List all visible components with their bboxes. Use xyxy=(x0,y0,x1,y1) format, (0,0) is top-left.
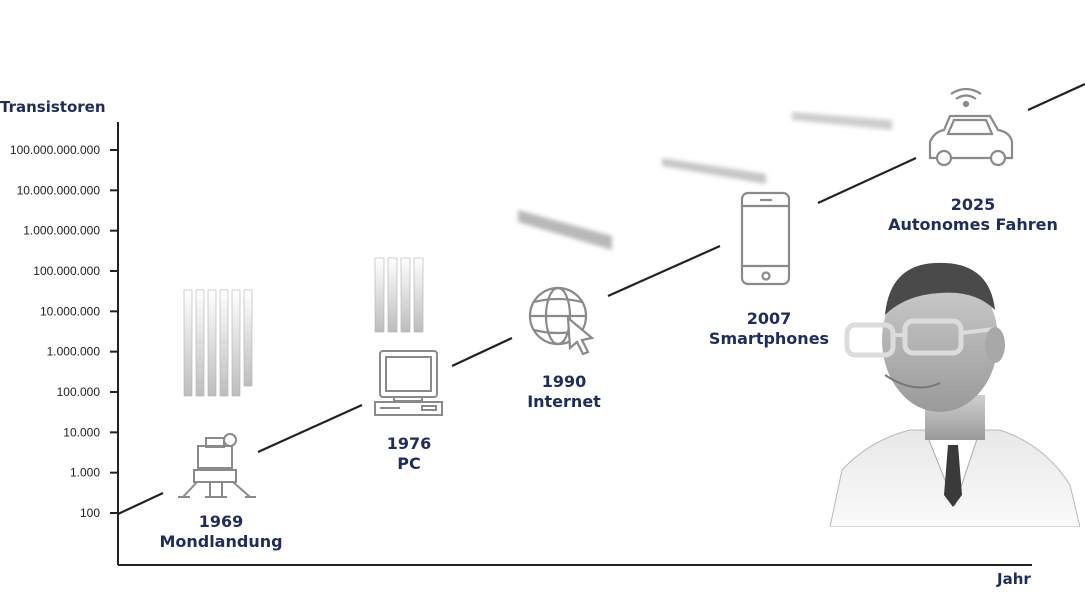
milestone-name: PC xyxy=(397,454,421,473)
smartphone-icon xyxy=(740,191,791,286)
milestone-1976-label: 1976 PC xyxy=(387,434,432,474)
y-tick-label: 10.000 xyxy=(63,425,100,439)
y-tick-label: 10.000.000 xyxy=(40,304,100,318)
transistor-array-1969 xyxy=(183,289,253,397)
milestone-1990-label: 1990 Internet xyxy=(527,372,601,412)
trend-line-segment xyxy=(257,403,363,454)
y-tick-label: 100.000.000.000 xyxy=(10,143,100,157)
globe-cursor-icon xyxy=(528,286,595,356)
milestone-2025-label: 2025 Autonomes Fahren xyxy=(888,195,1058,235)
y-tick-label: 100.000 xyxy=(57,385,101,399)
y-tick-label: 1.000.000 xyxy=(47,345,101,359)
milestone-year: 1976 xyxy=(386,434,432,453)
milestone-1969-label: 1969 Mondlandung xyxy=(159,512,282,552)
y-tick-label: 100 xyxy=(80,506,100,520)
autonomous-car-icon xyxy=(928,87,1014,167)
milestone-name: Mondlandung xyxy=(159,532,283,551)
milestone-year: 2025 xyxy=(950,195,996,214)
milestone-year: 1990 xyxy=(541,372,587,391)
x-axis-title: Jahr xyxy=(997,570,1031,588)
milestone-year: 2007 xyxy=(746,309,792,328)
y-tick-label: 100.000.000 xyxy=(33,264,100,278)
trend-line-segment xyxy=(1027,82,1085,112)
y-axis-title: Transistoren xyxy=(0,98,106,116)
milestone-year: 1969 xyxy=(198,512,244,531)
lunar-lander-icon xyxy=(178,433,256,498)
transistor-array-2025 xyxy=(792,112,892,130)
milestone-name: Internet xyxy=(527,392,601,411)
transistor-array-1976 xyxy=(374,257,424,333)
transistor-array-1990 xyxy=(518,210,612,250)
transistor-array-2007 xyxy=(662,158,766,184)
trend-line-segment xyxy=(451,337,513,367)
trend-line-segment xyxy=(817,157,917,204)
milestone-2007-label: 2007 Smartphones xyxy=(709,309,829,349)
y-tick-label: 10.000.000.000 xyxy=(17,183,101,197)
portrait-illustration xyxy=(830,262,1080,527)
computer-icon xyxy=(374,350,443,416)
y-tick-label: 1.000.000.000 xyxy=(23,224,100,238)
trend-line-segment xyxy=(607,244,721,298)
milestone-name: Autonomes Fahren xyxy=(888,215,1058,234)
milestone-name: Smartphones xyxy=(708,329,830,348)
y-tick-label: 1.000 xyxy=(70,466,100,480)
trend-line-segment xyxy=(117,492,164,515)
